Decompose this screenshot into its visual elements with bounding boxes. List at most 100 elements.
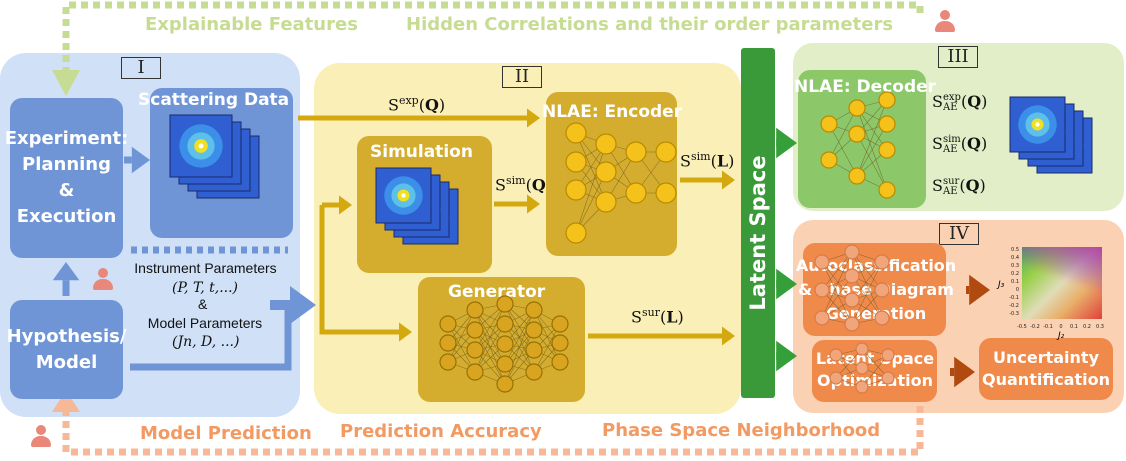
generator-node bbox=[525, 363, 543, 381]
autoclass-net-node bbox=[844, 292, 860, 308]
scattering-plot-center bbox=[198, 143, 204, 149]
encoder-node bbox=[595, 191, 617, 213]
generator-edge bbox=[504, 309, 535, 385]
encoder-node bbox=[625, 141, 647, 163]
generator-node bbox=[466, 341, 484, 359]
phase-y-tick: -0.3 bbox=[1009, 311, 1019, 317]
person-icon bbox=[30, 425, 52, 447]
arrow-scattering-to-encoder-head bbox=[527, 108, 540, 128]
phase-x-tick: 0.2 bbox=[1083, 324, 1091, 330]
generator-node bbox=[551, 334, 569, 352]
phase-y-tick: 0.1 bbox=[1011, 279, 1019, 285]
autoclass-net-edge bbox=[821, 261, 853, 301]
decoder-edge bbox=[828, 123, 858, 177]
generator-edge bbox=[474, 303, 506, 351]
generator-node bbox=[496, 355, 514, 373]
hypothesis-label: Hypothesis/ Model bbox=[6, 325, 127, 373]
encoder-node bbox=[595, 161, 617, 183]
model-parameters-label: Model Parameters bbox=[147, 315, 263, 331]
generator-node bbox=[525, 321, 543, 339]
decoder-label: NLAE: Decoder bbox=[794, 77, 937, 97]
label-hidden-correlations: Hidden Correlations and their order para… bbox=[406, 14, 894, 35]
generator-edge bbox=[504, 303, 535, 373]
latent-space-bar bbox=[741, 48, 775, 398]
autoclass-net-edge bbox=[851, 251, 883, 319]
optimization-net-node bbox=[855, 342, 869, 356]
phase-x-tick: -0.5 bbox=[1017, 324, 1027, 330]
s-exp-q-label: Sexp(Q) bbox=[388, 94, 446, 115]
encoder-edge bbox=[575, 143, 607, 234]
encoder-node bbox=[595, 133, 617, 155]
decoder-node bbox=[878, 91, 896, 109]
generator-edge bbox=[504, 323, 535, 373]
decoder-edge bbox=[856, 99, 888, 177]
generator-node bbox=[496, 375, 514, 393]
generator-node bbox=[496, 315, 514, 333]
autoclass-net-edge bbox=[821, 261, 853, 325]
optimization-net-edge bbox=[861, 354, 889, 388]
encoder-node bbox=[625, 182, 647, 204]
decoded-plot-center bbox=[1035, 122, 1040, 127]
autoclass-net-edge bbox=[851, 251, 883, 291]
decoder-node bbox=[878, 181, 896, 199]
generator-edge bbox=[533, 323, 561, 373]
decoder-edge bbox=[828, 107, 858, 161]
uncertainty-box: Uncertainty Quantification bbox=[979, 338, 1113, 400]
decoder-node bbox=[848, 99, 866, 117]
encoder-node bbox=[655, 182, 677, 204]
instrument-parameters-label: Instrument Parameters bbox=[134, 260, 277, 276]
encoder-node bbox=[565, 151, 587, 173]
autoclass-net-edge bbox=[851, 261, 883, 325]
uncertainty-label: Uncertainty Quantification bbox=[982, 348, 1110, 389]
optimization-net-node bbox=[881, 371, 895, 385]
autoclass-net-node bbox=[814, 310, 830, 326]
arrow-latent-to-decoder-head bbox=[776, 127, 797, 159]
phase-y-tick: -0.1 bbox=[1009, 295, 1019, 301]
generator-edge bbox=[474, 323, 506, 373]
encoder-node bbox=[565, 122, 587, 144]
scattering-data-label: Scattering Data bbox=[138, 90, 290, 110]
person-icon bbox=[92, 268, 114, 290]
phase-x-tick: -0.1 bbox=[1043, 324, 1053, 330]
generator-node bbox=[496, 295, 514, 313]
ampersand: & bbox=[198, 296, 208, 312]
s-sim-l-label: Ssim(L) bbox=[680, 150, 735, 171]
generator-edge bbox=[447, 323, 476, 373]
autoclass-net-edge bbox=[821, 251, 853, 291]
decoder-node bbox=[848, 167, 866, 185]
decoder-node bbox=[878, 141, 896, 159]
phase-y-tick: 0.2 bbox=[1011, 271, 1019, 277]
generator-node bbox=[551, 315, 569, 333]
phase-x-tick: 0 bbox=[1059, 324, 1062, 330]
phase-y-tick: -0.2 bbox=[1009, 303, 1019, 309]
experiment-label: Experiment: Planning & Execution bbox=[4, 128, 129, 227]
optimization-net-node bbox=[829, 371, 843, 385]
phase-y-tick: 0 bbox=[1016, 287, 1019, 293]
generator-node bbox=[439, 353, 457, 371]
phase-x-tick: 0.1 bbox=[1070, 324, 1078, 330]
generator-edge bbox=[504, 329, 535, 385]
phase-y-tick: 0.3 bbox=[1011, 263, 1019, 269]
arrow-optimization-to-uncertainty-head bbox=[954, 356, 975, 388]
instrument-parameters-math: (P, T, t,...) bbox=[172, 280, 239, 296]
autoclass-net-node bbox=[874, 282, 890, 298]
arrow-autoclass-to-phase-head bbox=[969, 274, 990, 306]
arrow-simulation-to-encoder-head bbox=[527, 194, 540, 214]
generator-node bbox=[551, 353, 569, 371]
panel-III-label: III bbox=[938, 46, 978, 68]
arrow-latent-to-autoclass-head bbox=[776, 268, 797, 300]
phase-x-label: J₂ bbox=[1058, 331, 1065, 341]
generator-node bbox=[439, 315, 457, 333]
arrow-to-simulation-head bbox=[339, 195, 352, 215]
arrow-generator-to-latent-head bbox=[722, 326, 735, 346]
label-phase-space-neighborhood: Phase Space Neighborhood bbox=[602, 420, 881, 441]
optimization-net-node bbox=[881, 348, 895, 362]
generator-node bbox=[525, 301, 543, 319]
optimization-net-node bbox=[829, 348, 843, 362]
phase-x-tick: -0.2 bbox=[1030, 324, 1040, 330]
label-prediction-accuracy: Prediction Accuracy bbox=[340, 421, 542, 442]
